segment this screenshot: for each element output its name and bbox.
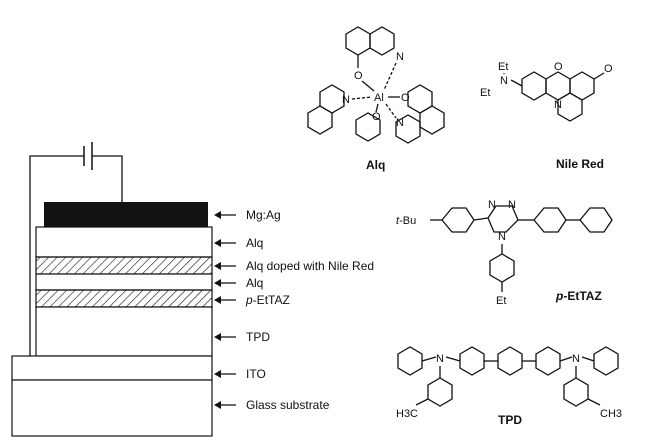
etaz-n4: N — [498, 231, 506, 243]
battery-circuit — [29, 142, 123, 356]
alq-o-bottom: O — [372, 111, 381, 123]
tpd-n-right: N — [572, 353, 580, 365]
svg-text:Alq: Alq — [246, 276, 263, 290]
layer-alq-mid — [35, 273, 213, 291]
etaz-n2: N — [508, 199, 516, 211]
label-cathode: Mg:Ag — [214, 208, 281, 222]
layer-glass — [11, 379, 213, 437]
tpd-n-left: N — [436, 353, 444, 365]
layer-labels: Mg:Ag Alq Alq doped with Nile Red Alq p-… — [214, 208, 374, 412]
layer-alq-doped — [35, 256, 213, 275]
etaz-n1: N — [488, 199, 496, 211]
etaz-name: p-EtTAZ — [555, 289, 602, 303]
layer-alq-top — [35, 226, 213, 258]
alq-n-bottom: N — [396, 117, 404, 129]
nile-red-o-ring: O — [554, 61, 563, 73]
nile-red-et-left: Et — [480, 87, 490, 99]
svg-text:TPD: TPD — [246, 330, 270, 344]
label-glass: Glass substrate — [214, 398, 330, 412]
nile-red-n: N — [500, 75, 508, 87]
nile-red-o-carbonyl: O — [604, 63, 613, 75]
nile-red-et-top: Et — [498, 61, 508, 73]
tpd-name: TPD — [498, 413, 522, 427]
nile-red-structure: Et N Et O N O Nile Red — [480, 61, 613, 171]
device-stack — [11, 142, 213, 437]
nile-red-name: Nile Red — [556, 157, 604, 171]
svg-text:ITO: ITO — [246, 367, 266, 381]
svg-text:Mg:Ag: Mg:Ag — [246, 208, 281, 222]
tpd-structure: N N H3C CH3 TPD — [396, 346, 622, 427]
etaz-et: Et — [496, 295, 506, 307]
label-alq-mid: Alq — [214, 276, 263, 290]
svg-text:Glass substrate: Glass substrate — [246, 398, 330, 412]
label-etaz: p-EtTAZ — [214, 293, 290, 307]
label-alq-top: Alq — [214, 236, 263, 250]
label-alq-doped: Alq doped with Nile Red — [214, 259, 374, 273]
alq-al: Al — [374, 92, 384, 104]
tpd-ch3-left: H3C — [396, 408, 418, 420]
svg-text:Alq doped with Nile Red: Alq doped with Nile Red — [246, 259, 374, 273]
etaz-structure: t-Bu N N N Et p-EtTAZ — [396, 199, 613, 307]
layer-cathode — [44, 202, 208, 227]
alq-structure: O N Al N O O N Alq — [307, 26, 445, 172]
alq-n-top: N — [396, 51, 404, 63]
tpd-ch3-right: CH3 — [600, 408, 622, 420]
alq-name: Alq — [366, 158, 385, 172]
alq-n-left: N — [342, 94, 350, 106]
etaz-tbu: t-Bu — [396, 215, 416, 227]
label-tpd: TPD — [214, 330, 270, 344]
label-ito: ITO — [214, 367, 266, 381]
svg-text:Alq: Alq — [246, 236, 263, 250]
layer-etaz — [35, 289, 213, 308]
alq-o-right: O — [401, 92, 410, 104]
alq-o-top: O — [354, 70, 363, 82]
svg-text:p-EtTAZ: p-EtTAZ — [245, 293, 290, 307]
nile-red-n-ring: N — [554, 99, 562, 111]
layer-ito — [11, 355, 213, 381]
layer-tpd — [35, 306, 213, 357]
